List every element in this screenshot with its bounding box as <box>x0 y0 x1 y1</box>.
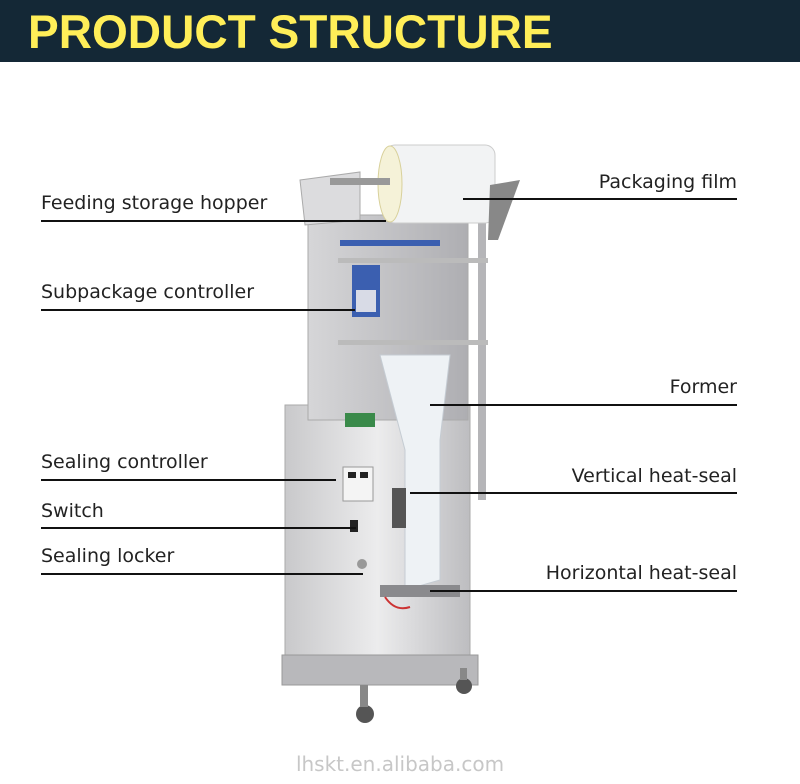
header-bar: PRODUCT STRUCTURE <box>0 0 800 62</box>
machine-illustration <box>281 144 520 723</box>
leader-line <box>410 492 737 494</box>
lower-cabinet <box>284 404 471 681</box>
label-former: Former <box>669 376 737 398</box>
label-sealing-locker: Sealing locker <box>41 545 175 567</box>
caster-wheel <box>456 678 472 694</box>
leader-line <box>41 309 355 311</box>
label-subpackage-controller: Subpackage controller <box>41 281 255 303</box>
former-bag <box>379 354 451 591</box>
label-sealing-controller: Sealing controller <box>41 451 208 473</box>
label-horizontal-heat-seal: Horizontal heat-seal <box>545 562 737 584</box>
label-feeding-storage-hopper: Feeding storage hopper <box>41 192 268 214</box>
watermark: lhskt.en.alibaba.com <box>295 752 505 776</box>
page-title: PRODUCT STRUCTURE <box>28 5 553 58</box>
vertical-heat-seal-bar <box>392 488 406 528</box>
label-packaging-film: Packaging film <box>598 171 737 193</box>
label-vertical-heat-seal: Vertical heat-seal <box>571 465 737 487</box>
leader-line <box>430 590 737 592</box>
leader-line <box>41 573 363 575</box>
sealing-locker-knob <box>357 559 367 569</box>
leader-line <box>41 220 386 222</box>
leader-line <box>41 479 336 481</box>
leader-line <box>463 198 737 200</box>
label-switch: Switch <box>41 500 104 522</box>
caster-wheel <box>356 705 374 723</box>
leader-line <box>41 527 356 529</box>
base-plate <box>281 654 479 686</box>
leader-line <box>430 404 737 406</box>
switch-button <box>350 520 358 532</box>
horizontal-heat-seal-bar <box>380 585 460 597</box>
sealing-controller-panel <box>342 466 374 502</box>
